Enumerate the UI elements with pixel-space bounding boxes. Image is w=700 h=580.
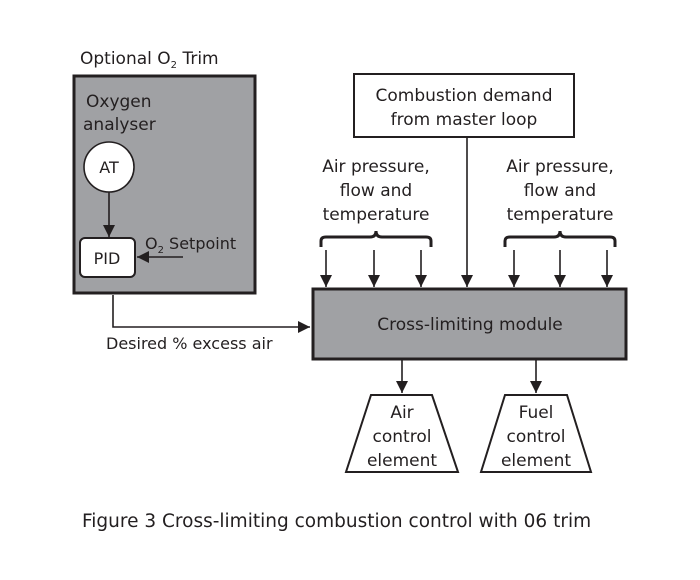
analyser-transmitter-label: AT <box>99 158 119 177</box>
air-control-element-line3: element <box>367 451 437 471</box>
fuel-control-element-line2: control <box>507 427 566 447</box>
pid-controller-box <box>79 237 136 278</box>
excess-air-connector-arrow <box>112 295 310 333</box>
air-control-element-line1: Air <box>390 403 413 423</box>
air-inputs-left-line2: flow and <box>340 181 412 201</box>
fuel-control-element-line3: element <box>501 451 571 471</box>
pid-controller-label: PID <box>94 249 121 268</box>
o2-trim-title: Optional O2 Trim <box>80 49 219 71</box>
right-inputs-brace <box>503 230 617 247</box>
left-inputs-brace <box>319 230 433 247</box>
air-inputs-right-line2: flow and <box>524 181 596 201</box>
air-inputs-right-line1: Air pressure, <box>506 157 614 177</box>
oxygen-analyser-label-line1: Oxygen <box>86 92 152 112</box>
desired-excess-air-label: Desired % excess air <box>106 334 273 353</box>
figure-caption: Figure 3 Cross-limiting combustion contr… <box>82 511 591 532</box>
cross-limiting-module-label: Cross-limiting module <box>377 315 563 335</box>
air-inputs-left-line1: Air pressure, <box>322 157 430 177</box>
air-control-element-trapezoid <box>344 394 460 473</box>
air-inputs-left-line3: temperature <box>323 205 430 225</box>
combustion-demand-box <box>353 73 575 138</box>
fuel-control-element-trapezoid <box>479 394 593 473</box>
oxygen-analyser-label-line2: analyser <box>83 115 156 135</box>
cross-limiting-module-box <box>311 287 628 361</box>
o2-setpoint-label: O2 Setpoint <box>145 234 236 256</box>
combustion-demand-label-line1: Combustion demand <box>375 86 552 106</box>
air-control-element-line2: control <box>373 427 432 447</box>
fuel-control-element-line1: Fuel <box>519 403 554 423</box>
air-inputs-right-line3: temperature <box>507 205 614 225</box>
combustion-demand-label-line2: from master loop <box>391 110 538 130</box>
